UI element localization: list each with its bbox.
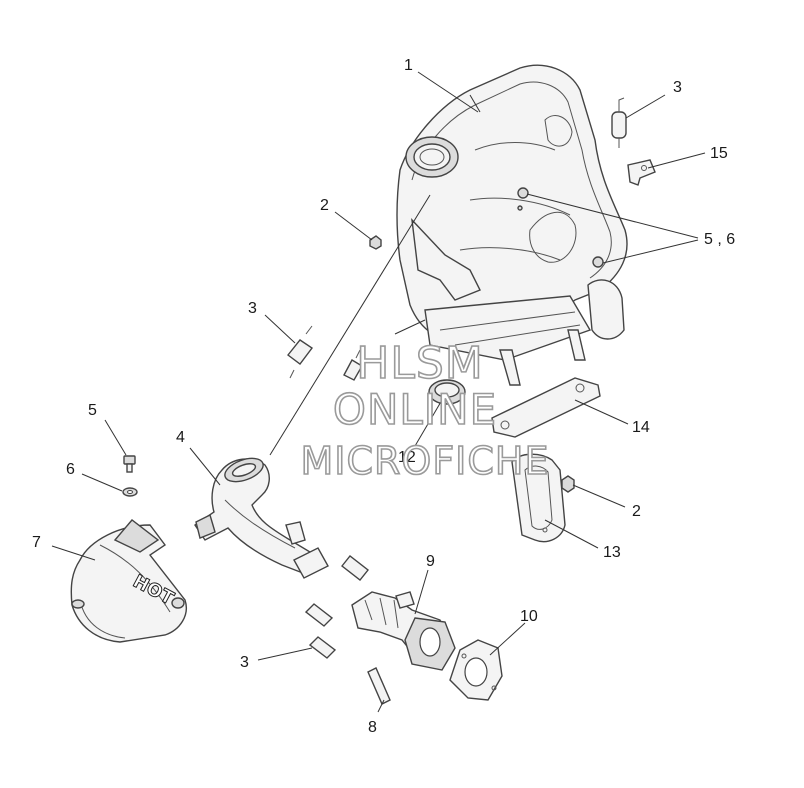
callout-10: 10 [520, 608, 538, 625]
muffler-part [396, 64, 628, 386]
watermark-line-3: MICROFICHE [300, 439, 549, 483]
nut-part-upper [369, 235, 382, 250]
bolt-part [123, 455, 136, 473]
callout-3-top: 3 [673, 79, 682, 96]
spring-part-top [611, 97, 627, 148]
exhaust-pipe-part [194, 457, 329, 579]
spring-part-lower-a [341, 555, 369, 581]
watermark-line-2: ONLINE [333, 385, 497, 434]
washer-part [122, 487, 138, 497]
callout-2-lower: 2 [632, 503, 641, 520]
spring-part-middle [287, 325, 314, 379]
spring-part-small [343, 349, 363, 381]
callout-12: 12 [398, 449, 416, 466]
callout-labels: 1 2 3 3 15 5 , 6 2 3 5 6 4 7 12 14 13 9 … [32, 57, 735, 736]
callout-1: 1 [404, 57, 413, 74]
spring-part-lower-b [304, 603, 334, 627]
callout-5-6: 5 , 6 [704, 231, 735, 248]
callout-3-middle: 3 [248, 300, 257, 317]
callout-6: 6 [66, 461, 75, 478]
watermark: HLSM ONLINE MICROFICHE [300, 337, 550, 484]
gasket-part [511, 453, 566, 543]
callout-5: 5 [88, 402, 97, 419]
manifold-part [351, 591, 456, 671]
mounting-plate-part [491, 377, 601, 438]
callout-8: 8 [368, 719, 377, 736]
callout-2-upper: 2 [320, 197, 329, 214]
spring-part-lower-c [308, 636, 337, 659]
watermark-line-1: HLSM [356, 338, 484, 389]
clamp-part [428, 379, 466, 405]
callout-13: 13 [603, 544, 621, 561]
heat-shield-part: HOT [70, 519, 187, 643]
leader-lines [51, 71, 706, 713]
callout-7: 7 [32, 534, 41, 551]
stud-part [367, 667, 391, 705]
flange-gasket-part [449, 639, 503, 701]
callout-9: 9 [426, 553, 435, 570]
callout-4: 4 [176, 429, 185, 446]
callout-15: 15 [710, 145, 728, 162]
callout-14: 14 [632, 419, 650, 436]
nut-part-lower [561, 475, 575, 493]
callout-3-lower: 3 [240, 654, 249, 671]
bracket-part [627, 159, 656, 186]
